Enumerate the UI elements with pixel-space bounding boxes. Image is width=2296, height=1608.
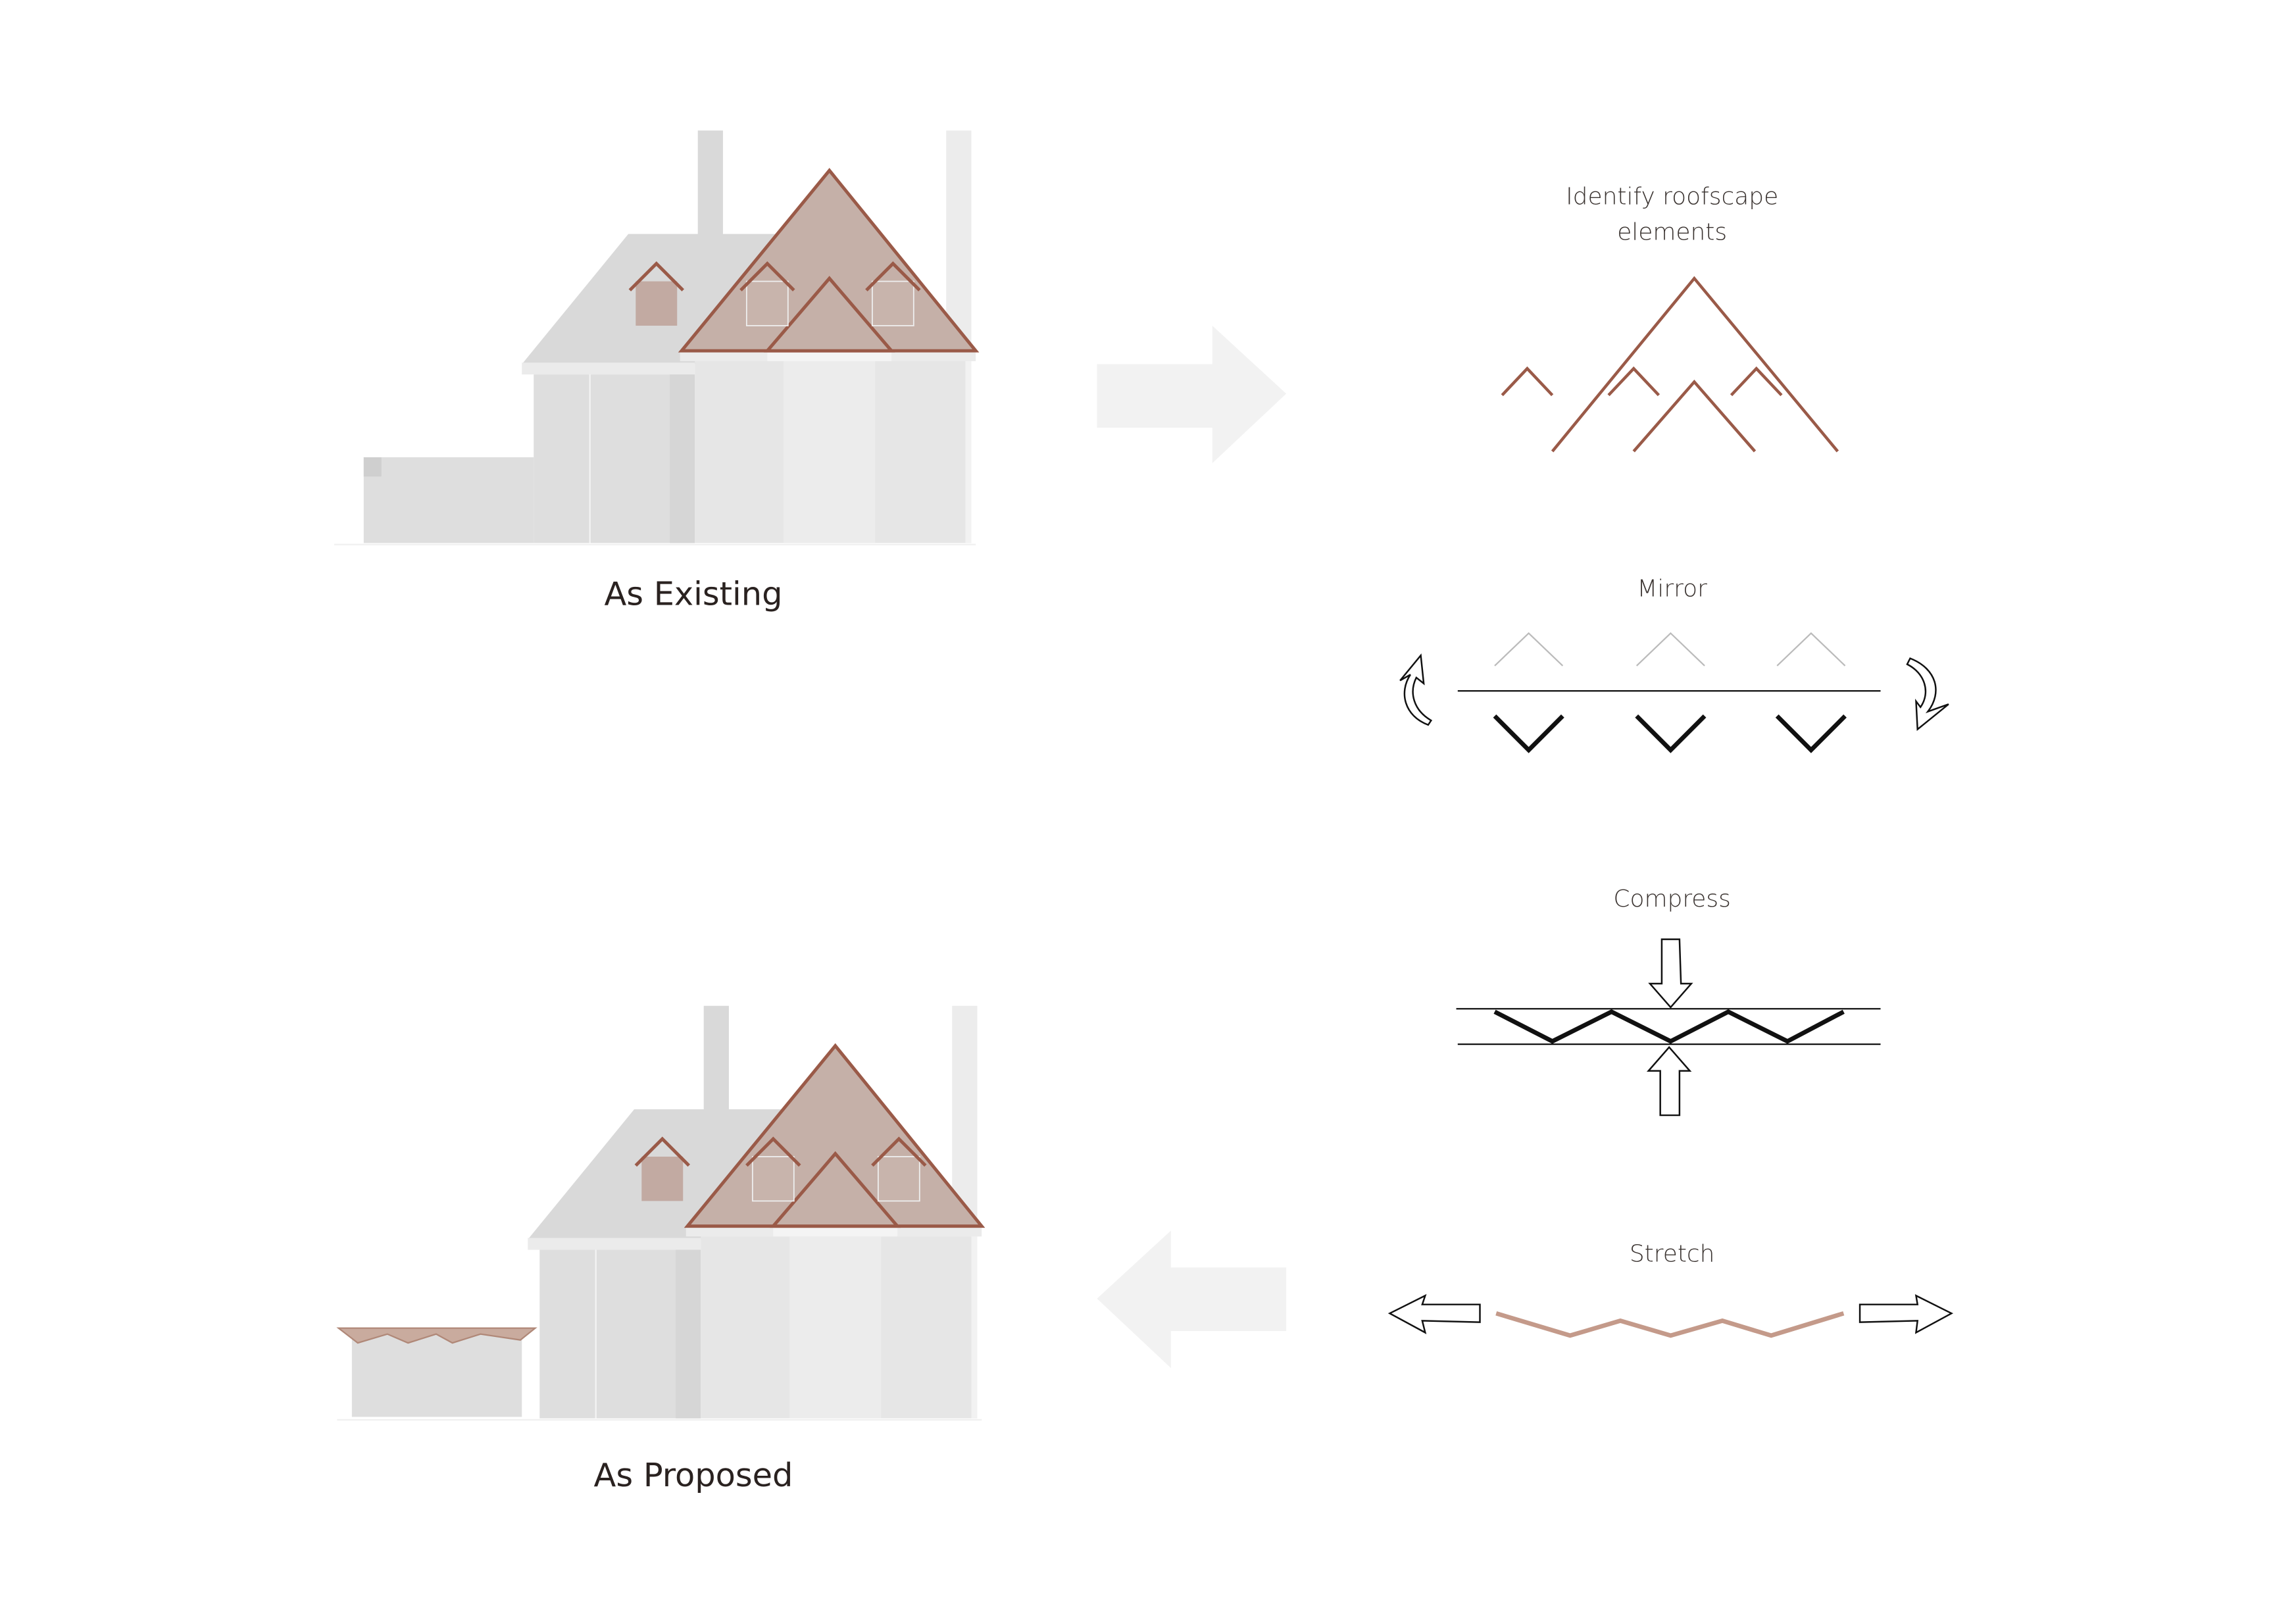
proposed-extension xyxy=(351,1331,522,1417)
house-proposed xyxy=(336,1006,982,1421)
mirror-diagram xyxy=(1399,632,1949,753)
identify-title-line1: Identify roofscape xyxy=(1566,184,1778,211)
process-arrow-right-icon xyxy=(1097,326,1287,464)
house-existing xyxy=(334,130,976,545)
label-as-proposed: As Proposed xyxy=(594,1456,793,1494)
identify-title-line2: elements xyxy=(1617,219,1727,246)
stretch-diagram xyxy=(1387,1294,1954,1338)
proposed-zigzag-roof xyxy=(336,1327,537,1344)
roofscape-elements-icon xyxy=(1501,276,1839,453)
mirror-title: Mirror xyxy=(1637,575,1707,602)
compress-title: Compress xyxy=(1613,886,1730,913)
compress-down-arrow-icon xyxy=(1648,938,1693,1009)
stretch-title: Stretch xyxy=(1630,1241,1715,1268)
stretch-right-arrow-icon xyxy=(1859,1294,1954,1334)
existing-extension xyxy=(363,457,534,543)
rotate-left-arrow-icon xyxy=(1399,653,1433,726)
compress-diagram xyxy=(1456,938,1881,1117)
rotate-right-arrow-icon xyxy=(1906,657,1949,731)
process-arrow-left-icon xyxy=(1097,1230,1287,1369)
stretch-left-arrow-icon xyxy=(1387,1294,1481,1334)
label-as-existing: As Existing xyxy=(604,575,782,613)
compress-up-arrow-icon xyxy=(1646,1045,1692,1117)
